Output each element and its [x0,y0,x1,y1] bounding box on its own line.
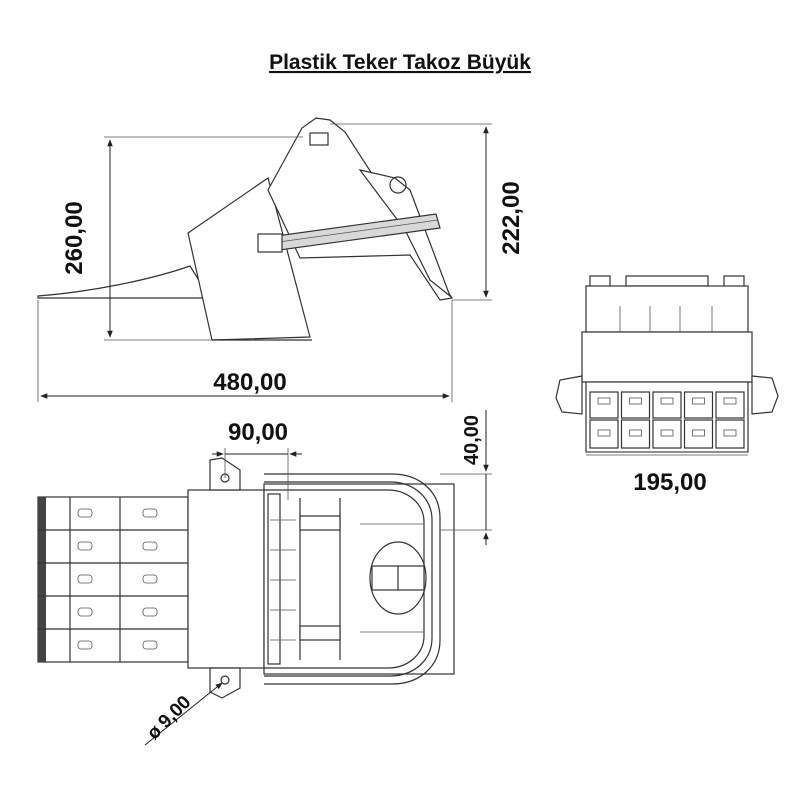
slat-slot [142,541,158,551]
top-view [37,457,455,699]
slat-slot [142,640,158,650]
front-cell-lower [589,419,619,449]
slat-slot [77,640,93,650]
front-view-cells [589,391,745,449]
front-slot [692,429,705,437]
slat-slot [77,574,93,584]
front-slot [629,429,642,437]
slat-slot [142,607,158,617]
front-cell-upper [683,391,714,419]
front-cell-lower [715,419,745,449]
slat-slot [77,541,93,551]
slat-slot [77,607,93,617]
dim-hole-diameter-group: ø 9,00 [143,692,195,744]
dim-height-right: 222,00 [498,181,525,254]
drawing-title: Plastik Teker Takoz Büyük [269,51,531,74]
front-cell-upper [652,391,682,419]
front-slot [723,397,737,405]
front-cell-upper [620,391,651,419]
front-slot [660,429,674,437]
front-slot [629,397,642,405]
dim-width-top: 90,00 [228,419,288,446]
slat-slot [142,508,158,518]
front-cell-upper [589,391,619,419]
top-view-dimensions [144,410,492,746]
front-slot [692,397,705,405]
front-slot [597,429,611,437]
dim-hole-diameter: 9,00 [154,692,195,733]
front-cell-lower [652,419,682,449]
side-view [37,117,453,341]
top-view-slots [38,508,188,650]
dim-width-front: 195,00 [633,469,706,496]
front-cell-lower [620,419,651,449]
slat-slot [77,508,93,518]
front-slot [597,397,611,405]
front-slot [660,397,674,405]
slat-slot [142,574,158,584]
dim-length: 480,00 [213,369,286,396]
front-cell-upper [715,391,745,419]
front-slot [723,429,737,437]
front-cell-lower [683,419,714,449]
dim-height-left: 260,00 [61,201,88,274]
dim-offset-side: 40,00 [461,415,483,465]
side-view-dimensions [37,123,492,402]
